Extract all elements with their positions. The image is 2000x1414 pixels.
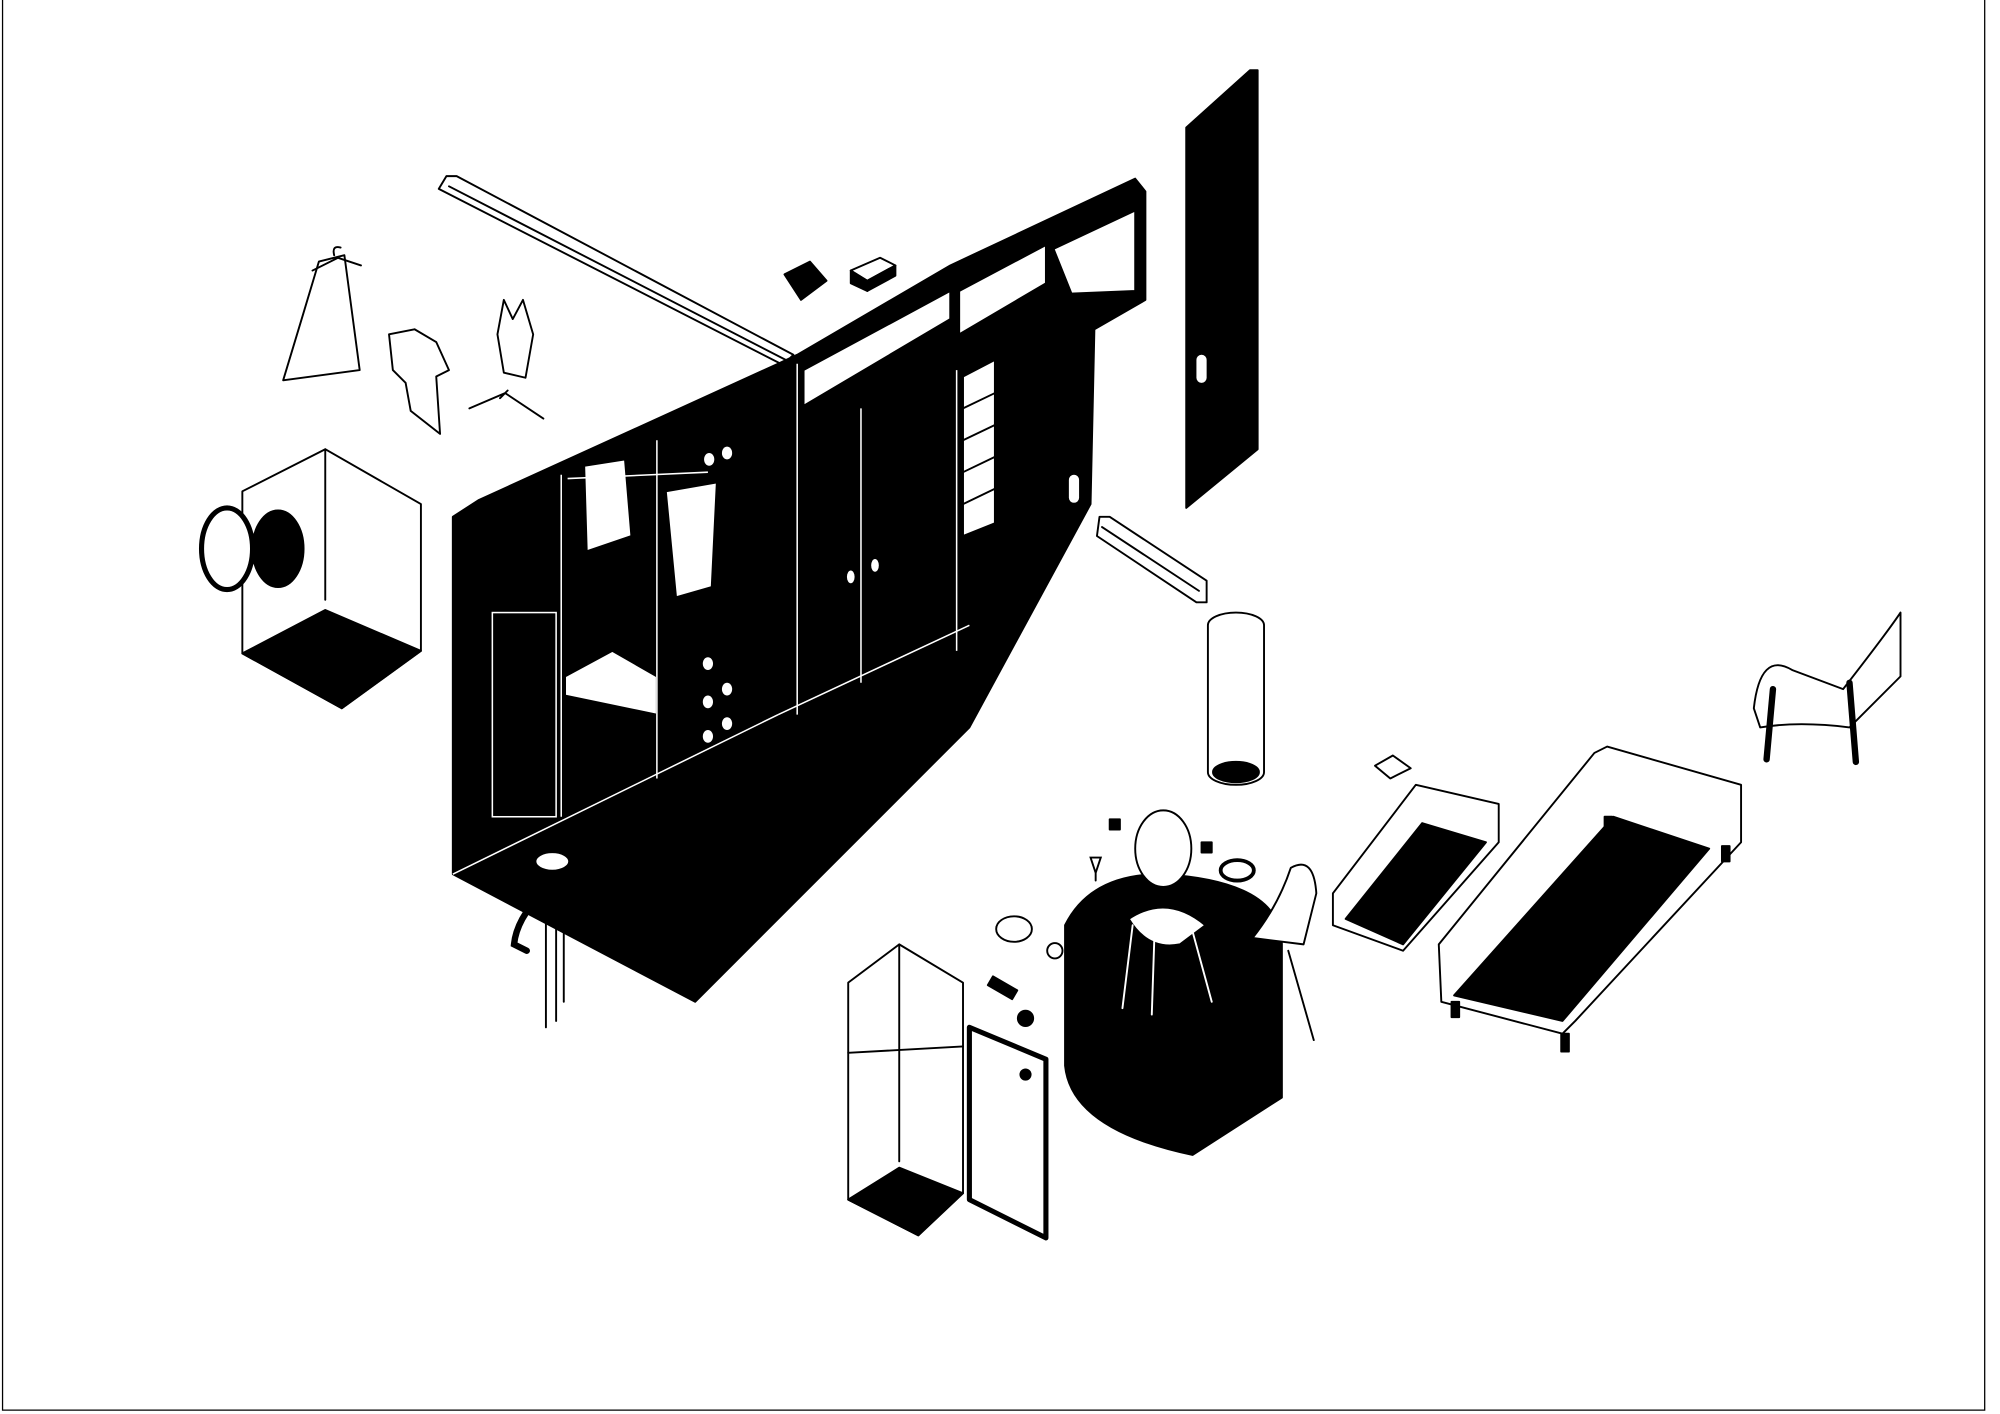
upper-shelf-block-2 <box>958 244 1047 336</box>
cup <box>1046 942 1064 960</box>
hanging-shirt <box>567 458 718 599</box>
upper-shelf-right <box>1052 209 1137 295</box>
drawer-knob <box>702 695 714 709</box>
top-rail <box>437 175 795 366</box>
small-tray <box>783 256 897 301</box>
fridge <box>847 943 1049 1241</box>
round-table <box>995 809 1318 1156</box>
drawer-knob <box>721 682 733 696</box>
fridge-door <box>966 1024 1049 1241</box>
hanger-icon <box>468 389 545 420</box>
porthole-door <box>198 505 256 593</box>
pendant-lamp <box>510 849 573 1029</box>
plate <box>1218 858 1256 883</box>
door-knob <box>846 570 855 584</box>
washing-machine <box>198 448 422 710</box>
drawer-knob <box>702 657 714 670</box>
book <box>1374 754 1412 780</box>
drawer-knob <box>721 717 733 730</box>
clothes <box>282 246 545 435</box>
glass <box>1108 818 1121 831</box>
chair <box>1127 906 1207 947</box>
storage-bed <box>1331 754 1500 952</box>
chair-back <box>1134 809 1193 888</box>
cylinder-lamp <box>1206 611 1265 786</box>
lounge-chair <box>1752 611 1902 766</box>
sofa-bed <box>1437 745 1743 1053</box>
door-knob <box>704 453 715 466</box>
dress <box>282 254 361 382</box>
rolling-pin <box>986 975 1019 1001</box>
bottom-rail <box>1095 515 1208 604</box>
door-slot-handle <box>1196 354 1207 383</box>
tank-top <box>496 298 535 379</box>
porthole <box>251 509 305 588</box>
slot-handle <box>1068 474 1080 503</box>
sliding-door-panel <box>1185 69 1259 509</box>
side-shelves <box>962 358 996 537</box>
side-panel-door <box>491 611 557 818</box>
side-chair <box>1251 863 1318 946</box>
wardrobe-unit <box>451 177 1147 1003</box>
t-shirt <box>388 328 450 435</box>
door-knob <box>721 446 733 460</box>
glass <box>1200 841 1213 854</box>
door-knob <box>871 558 879 572</box>
drawer-knob <box>702 729 714 743</box>
hanger-icon <box>311 246 362 272</box>
upper-shelf-block <box>802 290 952 407</box>
bowl <box>995 915 1033 943</box>
